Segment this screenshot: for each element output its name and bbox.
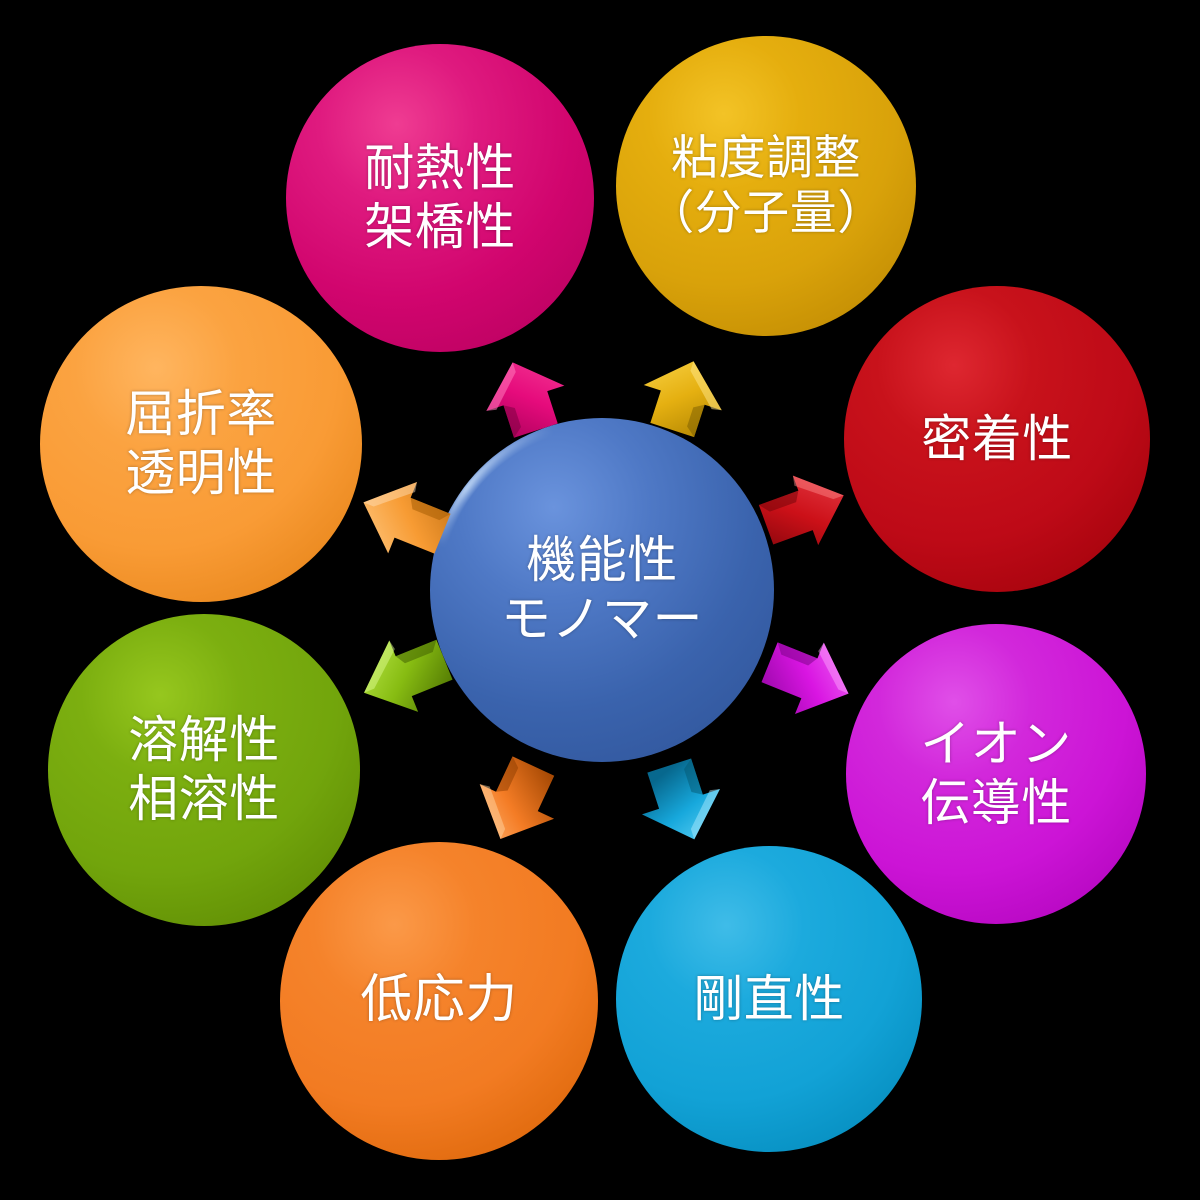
node-label: 剛直性 xyxy=(693,969,845,1028)
node-label: 粘度調整 （分子量） xyxy=(647,130,885,241)
arrow-to-rigidity xyxy=(632,758,728,844)
node-label: 低応力 xyxy=(360,970,518,1031)
arrow-to-adhesion xyxy=(758,466,846,558)
node-label: 屈折率 透明性 xyxy=(125,385,277,502)
node-label: 密着性 xyxy=(921,409,1073,468)
node-adhesion[interactable]: 密着性 xyxy=(844,286,1150,592)
arrow-to-low-stress xyxy=(468,756,564,844)
node-ion-conductivity[interactable]: イオン 伝導性 xyxy=(846,624,1146,924)
node-rigidity[interactable]: 剛直性 xyxy=(616,846,922,1152)
node-refractive-index[interactable]: 屈折率 透明性 xyxy=(40,286,362,602)
node-label: 耐熱性 架橋性 xyxy=(364,139,516,256)
node-low-stress[interactable]: 低応力 xyxy=(280,842,598,1160)
node-viscosity-adjustment[interactable]: 粘度調整 （分子量） xyxy=(616,36,916,336)
arrow-to-solubility xyxy=(362,626,453,722)
node-label: 溶解性 相溶性 xyxy=(128,711,280,828)
node-heat-resistance[interactable]: 耐熱性 架橋性 xyxy=(286,44,594,352)
node-solubility[interactable]: 溶解性 相溶性 xyxy=(48,614,360,926)
center-node[interactable]: 機能性 モノマー xyxy=(430,418,774,762)
center-node-label: 機能性 モノマー xyxy=(501,531,703,648)
node-label: イオン 伝導性 xyxy=(920,715,1072,832)
arrow-to-ion-conductivity xyxy=(761,632,850,726)
